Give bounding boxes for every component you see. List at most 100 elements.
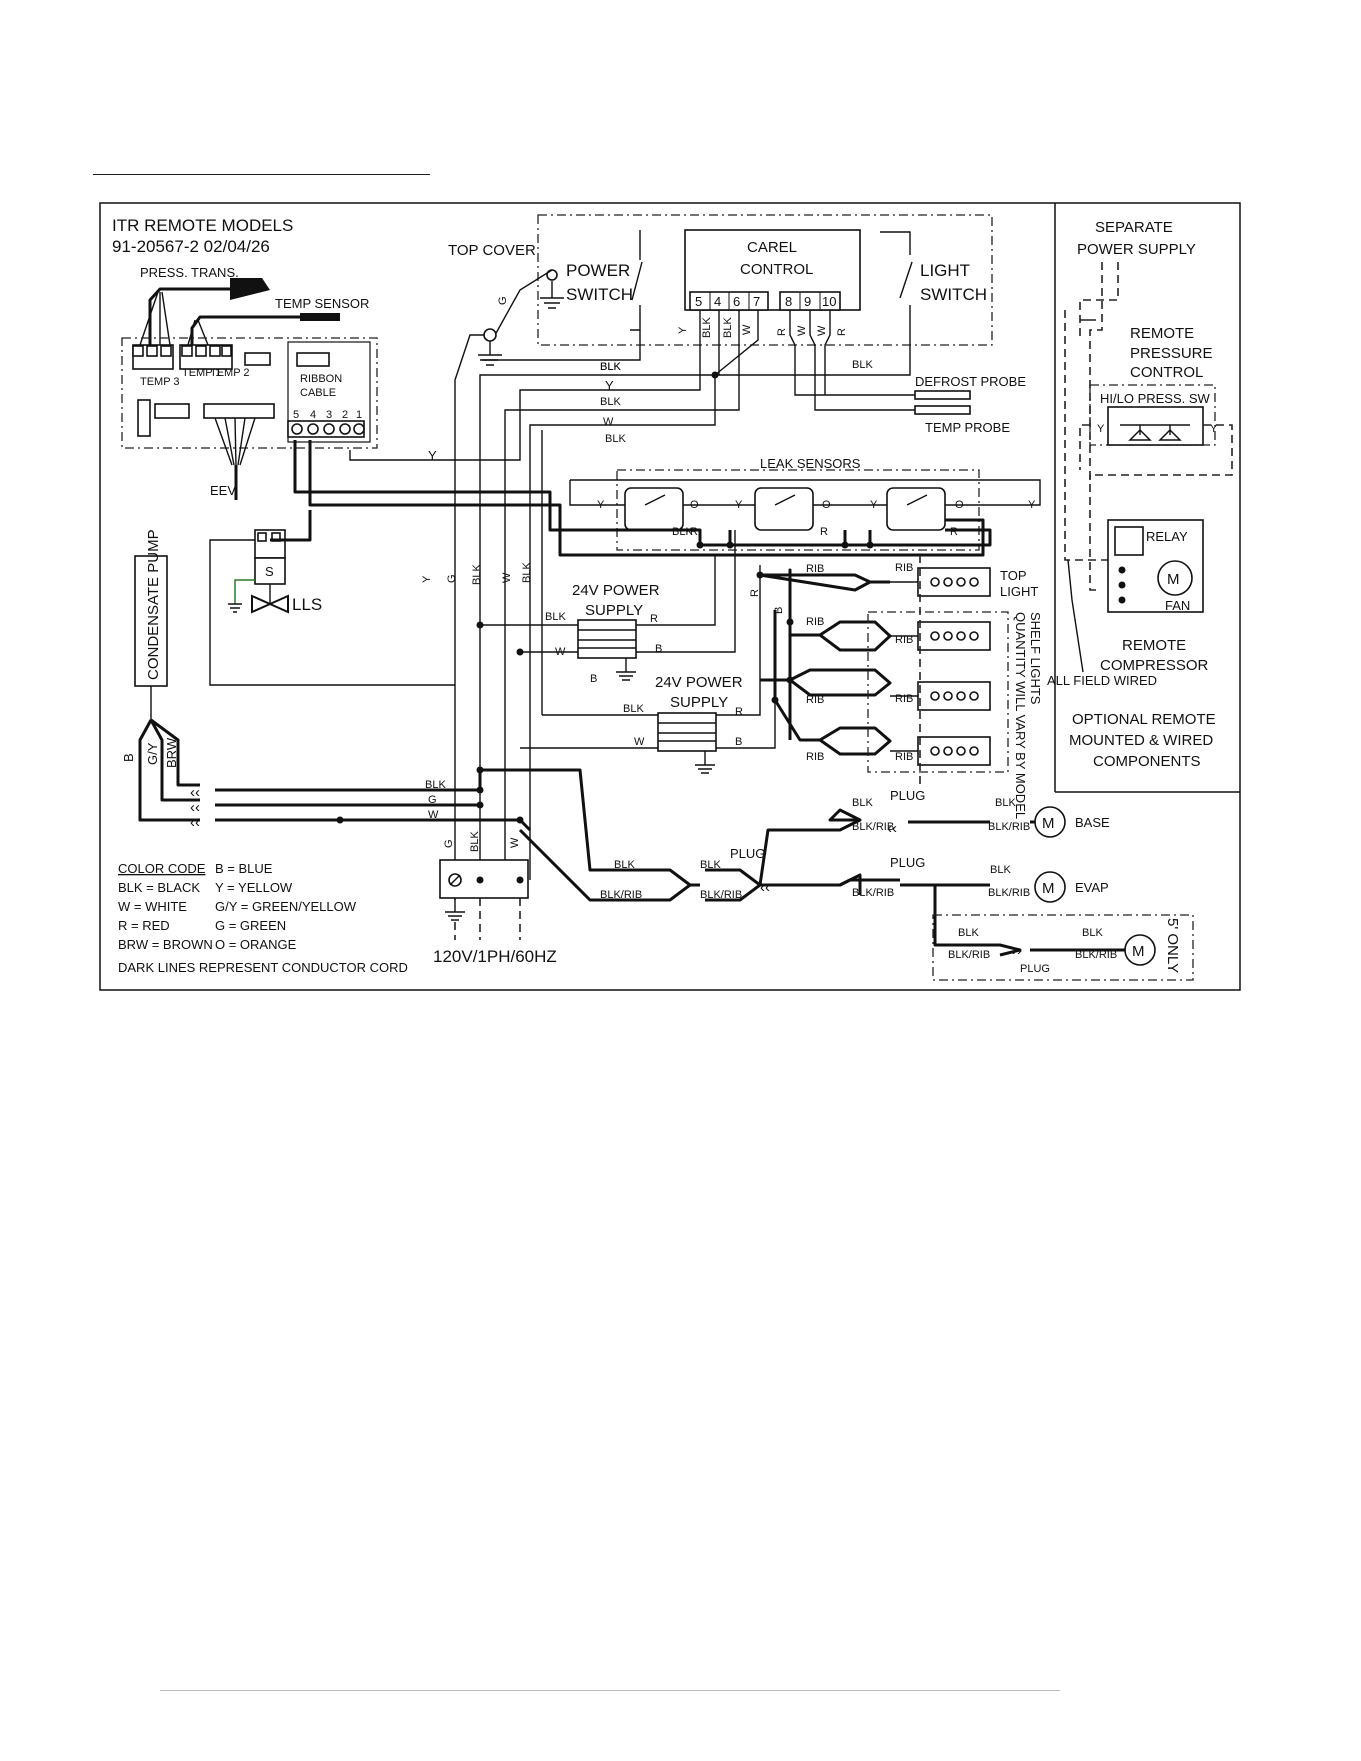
svg-text:10: 10 (822, 294, 836, 309)
separate-label-2: POWER SUPPLY (1077, 241, 1196, 258)
lls-return-wire (209, 539, 455, 686)
light-switch-label-2: SWITCH (920, 285, 987, 304)
svg-text:BRW = BROWN: BRW = BROWN (118, 937, 213, 952)
hilo-switch (1107, 406, 1204, 446)
ground-symbol-icon (478, 341, 502, 366)
svg-text:R: R (820, 526, 828, 538)
svg-text:BLK: BLK (701, 317, 713, 338)
svg-text:BLK: BLK (545, 611, 566, 623)
svg-text:W: W (603, 416, 614, 428)
svg-text:BLK/RIB: BLK/RIB (1075, 949, 1117, 961)
svg-text:G: G (428, 794, 437, 806)
top-cover-label: TOP COVER (448, 242, 536, 259)
ribbon-cable-label-2: CABLE (300, 387, 336, 399)
ground-screw-icon (483, 328, 497, 342)
carel-control: CAREL CONTROL 5 4 6 7 8 9 10 (684, 229, 861, 311)
svg-text:RIB: RIB (895, 693, 913, 705)
psu2-red-out (716, 565, 761, 716)
leak-sensor-power-wire (293, 440, 992, 547)
optional-label-2: MOUNTED & WIRED (1069, 732, 1213, 749)
temp-connectors: TEMP 3 TEMP 1 TEMP 2 (132, 344, 250, 388)
defrost-probe-wire (789, 310, 915, 396)
svg-text:BLK: BLK (469, 831, 481, 852)
svg-text:BLK: BLK (672, 526, 693, 538)
defrost-probe-label: DEFROST PROBE (915, 374, 1026, 389)
svg-text:W: W (741, 324, 753, 335)
svg-text:RIB: RIB (806, 616, 824, 628)
svg-text:Y: Y (428, 448, 437, 463)
svg-text:R: R (950, 526, 958, 538)
remote-pc-label-3: CONTROL (1130, 364, 1203, 381)
carel-label-1: CAREL (747, 239, 797, 256)
shelf-lights-label-1: SHELF LIGHTS (1028, 612, 1043, 705)
fan-label: FAN (1165, 598, 1190, 613)
svg-text:SUPPLY: SUPPLY (670, 694, 728, 711)
svg-text:R: R (776, 328, 788, 336)
svg-text:R: R (735, 706, 743, 718)
light-switch-label-1: LIGHT (920, 261, 970, 280)
temp-probe-wire-a (809, 310, 915, 411)
top-cover-outline (537, 214, 993, 346)
top-light: TOP LIGHT (917, 567, 1038, 599)
lls-label: LLS (292, 595, 322, 614)
carel-label-2: CONTROL (740, 261, 813, 278)
svg-text:BLK/RIB: BLK/RIB (700, 889, 742, 901)
svg-text:R: R (650, 613, 658, 625)
svg-text:BLK: BLK (425, 779, 446, 791)
svg-text:W: W (634, 736, 645, 748)
svg-text:BLK/RIB: BLK/RIB (988, 887, 1030, 899)
temp3-label: TEMP 3 (140, 376, 180, 388)
svg-text:BLK: BLK (600, 361, 621, 373)
svg-text:W = WHITE: W = WHITE (118, 899, 187, 914)
svg-text:6: 6 (733, 294, 740, 309)
svg-text:RIB: RIB (806, 751, 824, 763)
svg-text:RIB: RIB (895, 634, 913, 646)
svg-text:G: G (446, 574, 458, 583)
svg-text:R: R (836, 328, 848, 336)
svg-text:G = GREEN: G = GREEN (215, 918, 286, 933)
power-supply-2: 24V POWER SUPPLY BLK W R B (623, 674, 743, 774)
svg-text:1: 1 (356, 409, 362, 421)
svg-text:R = RED: R = RED (118, 918, 170, 933)
svg-text:9: 9 (804, 294, 811, 309)
svg-text:W: W (428, 809, 439, 821)
power-switch: POWER SWITCH (540, 230, 643, 331)
svg-text:24V POWER: 24V POWER (572, 582, 660, 599)
wire-power-switch-out (480, 330, 641, 361)
svg-text:‹‹: ‹‹ (190, 799, 200, 816)
header-rule (93, 174, 430, 175)
diagram-title: ITR REMOTE MODELS (112, 216, 293, 235)
svg-text:4: 4 (310, 409, 316, 421)
svg-text:Y: Y (605, 378, 614, 393)
svg-text:B: B (121, 753, 136, 762)
shelf-light-3 (917, 736, 991, 766)
svg-text:W: W (509, 837, 521, 848)
five-ft-only-label: 5' ONLY (1164, 918, 1181, 973)
light-switch: LIGHT SWITCH (880, 231, 987, 325)
svg-text:BLK/RIB: BLK/RIB (948, 949, 990, 961)
svg-text:‹‹: ‹‹ (190, 784, 200, 801)
svg-text:BLK/RIB: BLK/RIB (988, 821, 1030, 833)
svg-text:W: W (796, 325, 808, 336)
svg-text:Y: Y (1097, 423, 1105, 435)
wire-blk-light-switch (715, 325, 911, 376)
svg-text:BLK/RIB: BLK/RIB (852, 821, 894, 833)
temp2-label: TEMP 2 (210, 367, 250, 379)
svg-text:BLK: BLK (990, 864, 1011, 876)
remote-pc-label-2: PRESSURE (1130, 345, 1213, 362)
svg-text:LIGHT: LIGHT (1000, 584, 1038, 599)
svg-text:B: B (735, 736, 742, 748)
svg-text:‹‹: ‹‹ (760, 879, 770, 896)
leak-sensor-gnd-wire (308, 440, 985, 557)
svg-text:RIB: RIB (895, 751, 913, 763)
svg-text:BLK/RIB: BLK/RIB (852, 887, 894, 899)
leak-sensors-outline (616, 469, 980, 551)
leak-sensor-2: O Y R (754, 487, 878, 538)
svg-text:SUPPLY: SUPPLY (585, 602, 643, 619)
svg-text:W: W (816, 325, 828, 336)
doc-number: 91-20567-2 02/04/26 (112, 237, 270, 256)
base-label: BASE (1075, 815, 1110, 830)
dark-lines-note: DARK LINES REPRESENT CONDUCTOR CORD (118, 960, 408, 975)
base-motor-icon: M (1034, 806, 1066, 838)
